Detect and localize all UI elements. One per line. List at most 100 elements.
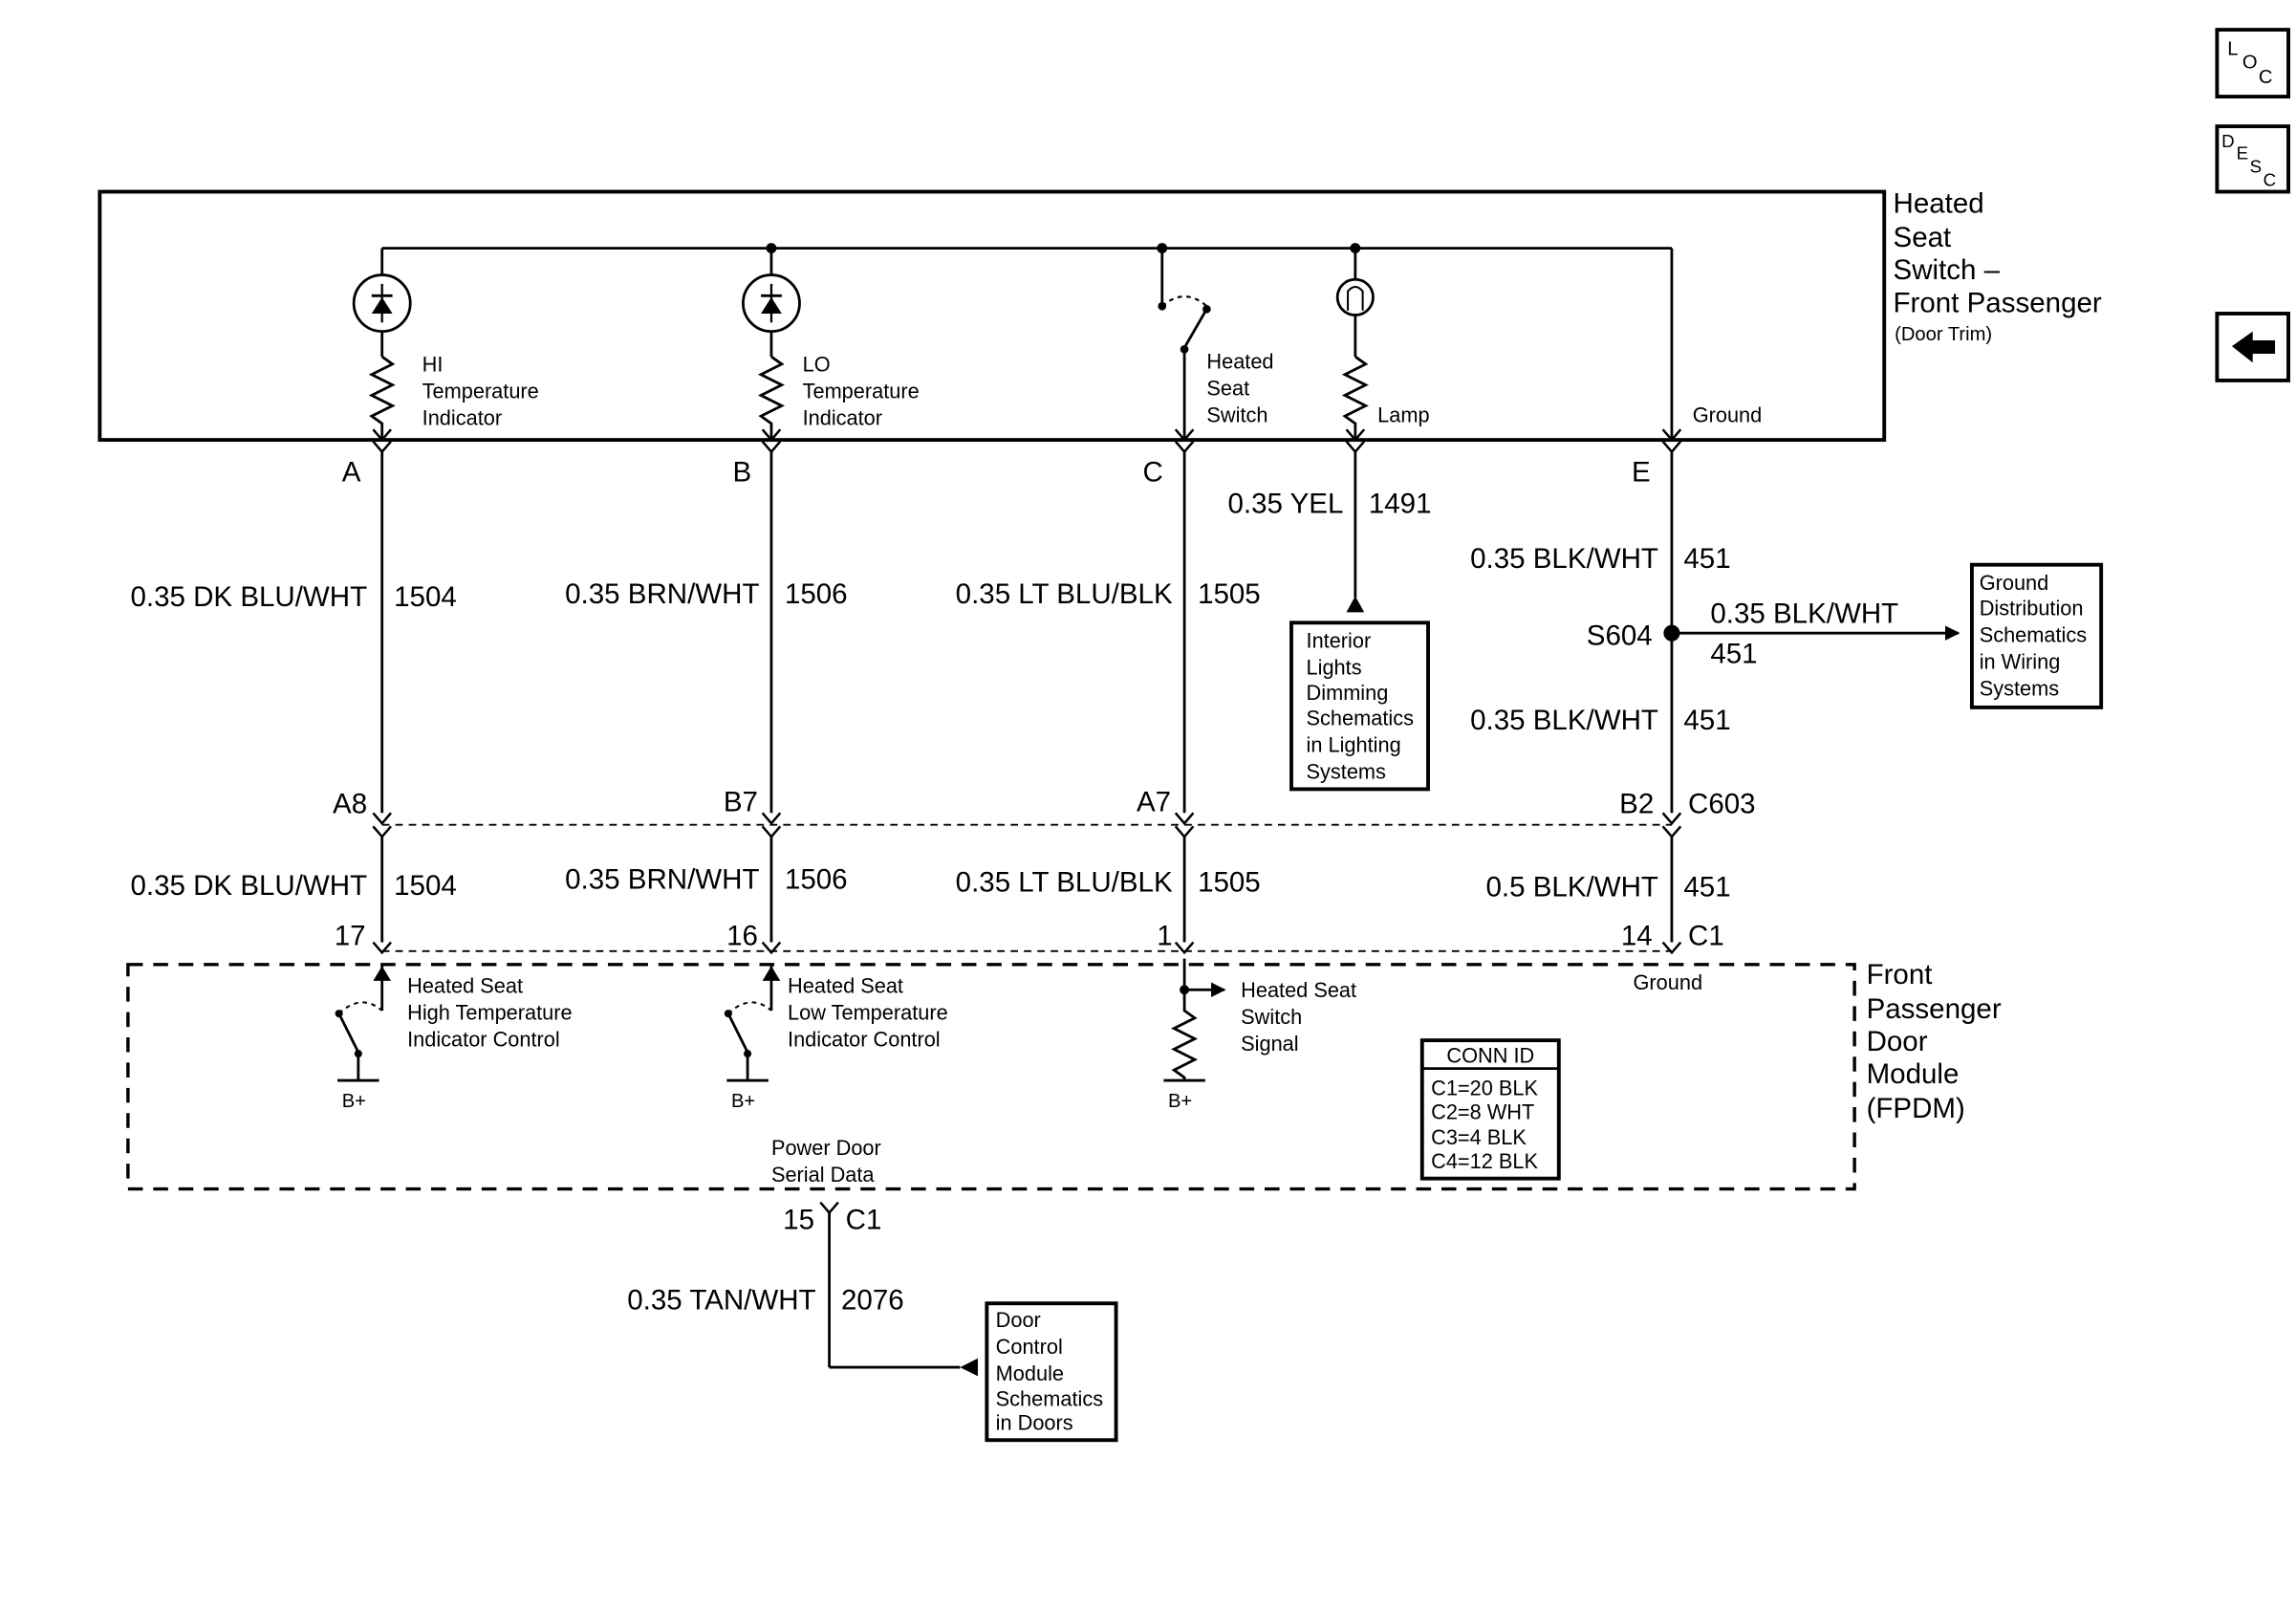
switch-title-line1: Heated [1894, 187, 1984, 219]
pin-label-a: A [342, 457, 361, 489]
back-button[interactable] [2215, 312, 2290, 382]
ground-ref-line5: Systems [1980, 676, 2060, 700]
c603-name: C603 [1688, 788, 1756, 819]
loc-letter-l: L [2227, 39, 2238, 60]
serial-data-label-2: Serial Data [771, 1163, 875, 1186]
conn-id-title: CONN ID [1446, 1043, 1534, 1067]
wire-b-lower-color: 0.35 BRN/WHT [565, 864, 759, 896]
fpdm-pin-16: 16 [726, 921, 758, 952]
lamp-label: Lamp [1377, 403, 1429, 426]
lo-indicator-label-1: LO [803, 353, 831, 377]
lamp-bulb-icon [1335, 248, 1375, 358]
conn-id-row-1: C1=20 BLK [1431, 1077, 1538, 1100]
switch-signal-label-2: Switch [1241, 1005, 1302, 1029]
c603-pin-b7: B7 [724, 787, 758, 818]
lo-control-label-1: Heated Seat [788, 973, 903, 997]
desc-letter-c: C [2264, 169, 2276, 189]
left-arrow-icon [2231, 331, 2276, 363]
hi-control-label-1: Heated Seat [407, 973, 523, 997]
wire-b-upper-color: 0.35 BRN/WHT [565, 578, 759, 610]
wire-lamp-circuit: 1491 [1369, 488, 1432, 519]
switch-subtitle: (Door Trim) [1895, 324, 1992, 345]
wire-e-lower-circuit: 451 [1683, 871, 1730, 903]
c603-pin-a8: A8 [333, 788, 367, 819]
wire-e-lower-color: 0.5 BLK/WHT [1486, 871, 1658, 903]
wire-e-top-color: 0.35 BLK/WHT [1470, 543, 1658, 575]
switch-signal-pullup-icon [1163, 958, 1226, 1082]
interior-ref-line6: Systems [1307, 760, 1387, 784]
interior-ref-line5: in Lighting [1307, 733, 1401, 757]
wire-a-lower-circuit: 1504 [394, 870, 457, 902]
heated-switch-label-3: Switch [1206, 403, 1267, 426]
hi-indicator-label-3: Indicator [422, 406, 502, 430]
loc-button[interactable]: L O C [2215, 28, 2290, 98]
conn-id-row-3: C3=4 BLK [1431, 1125, 1527, 1149]
wire-c-lower-circuit: 1505 [1198, 867, 1261, 899]
hi-control-switch-icon [335, 966, 392, 1082]
signal-bplus-label: B+ [1168, 1091, 1192, 1112]
splice-name: S604 [1587, 620, 1653, 652]
fpdm-title-5: (FPDM) [1867, 1093, 1965, 1124]
fpdm-pin-1: 1 [1157, 921, 1172, 952]
pin-label-e: E [1632, 457, 1651, 489]
lo-control-label-3: Indicator Control [788, 1027, 941, 1051]
wire-a-upper-circuit: 1504 [394, 581, 457, 613]
c603-connector [372, 812, 1682, 839]
wire-c-upper-circuit: 1505 [1198, 578, 1261, 610]
upper-wires [380, 451, 1674, 814]
fpdm-title-3: Door [1867, 1026, 1928, 1057]
heated-seat-switch-icon [1158, 248, 1211, 441]
serial-connector-c1: C1 [846, 1205, 882, 1236]
desc-button[interactable]: D E S C [2215, 124, 2290, 194]
desc-letter-e: E [2237, 142, 2248, 163]
fpdm-module: Front Passenger Door Module (FPDM) B+ He… [126, 958, 2002, 1191]
wire-c-upper-color: 0.35 LT BLU/BLK [956, 578, 1173, 610]
switch-signal-label-3: Signal [1241, 1032, 1298, 1056]
wire-c-lower-color: 0.35 LT BLU/BLK [956, 867, 1173, 899]
lo-indicator-label-2: Temperature [803, 380, 920, 403]
ground-distribution-ref-box[interactable]: Ground Distribution Schematics in Wiring… [1969, 562, 2104, 709]
lo-indicator-label-3: Indicator [803, 406, 882, 430]
fpdm-c1-connector [372, 941, 1682, 955]
fpdm-pin-14: 14 [1621, 921, 1653, 952]
lo-resistor-icon [757, 355, 785, 441]
desc-letter-s: S [2250, 156, 2262, 176]
conn-id-box: CONN ID C1=20 BLK C2=8 WHT C3=4 BLK C4=1… [1419, 1038, 1561, 1181]
door-ref-line3: Module [996, 1361, 1064, 1385]
ground-ref-line2: Distribution [1980, 597, 2084, 620]
fpdm-ground-label: Ground [1634, 970, 1703, 994]
splice-branch-color: 0.35 BLK/WHT [1710, 598, 1898, 629]
switch-signal-label-1: Heated Seat [1241, 978, 1356, 1002]
fpdm-connector-name: C1 [1688, 921, 1724, 952]
lo-control-switch-icon [724, 966, 781, 1082]
serial-data-wire [819, 1201, 979, 1377]
hi-bplus-label: B+ [342, 1091, 366, 1112]
hi-indicator-label-2: Temperature [422, 380, 539, 403]
hi-control-label-2: High Temperature [407, 1000, 572, 1024]
splice-s604 [1663, 624, 1960, 642]
switch-title-line2: Seat [1894, 222, 1952, 253]
pin-label-c: C [1143, 457, 1163, 489]
lower-wires [380, 837, 1674, 943]
hi-resistor-icon [368, 355, 396, 441]
wire-a-lower-color: 0.35 DK BLU/WHT [130, 870, 367, 902]
wire-e-mid-circuit: 451 [1683, 705, 1730, 736]
fpdm-title-2: Passenger [1867, 993, 2002, 1025]
interior-ref-line1: Interior [1307, 629, 1372, 653]
serial-wire-color: 0.35 TAN/WHT [627, 1284, 815, 1316]
desc-letter-d: D [2221, 131, 2234, 151]
hi-indicator-led-icon [352, 248, 412, 358]
fpdm-title-1: Front [1867, 959, 1933, 991]
heated-seat-switch-assembly: Heated Seat Switch – Front Passenger (Do… [97, 187, 2102, 443]
door-ref-line2: Control [996, 1335, 1063, 1359]
door-control-ref-box[interactable]: Door Control Module Schematics in Doors [985, 1301, 1118, 1443]
wire-lamp-color: 0.35 YEL [1228, 488, 1344, 519]
loc-letter-c: C [2259, 67, 2273, 88]
ground-ref-line3: Schematics [1980, 623, 2088, 647]
interior-lights-ref-box[interactable]: Interior Lights Dimming Schematics in Li… [1289, 620, 1430, 792]
interior-ref-line4: Schematics [1307, 707, 1415, 730]
serial-pin-15: 15 [783, 1205, 814, 1236]
interior-ref-line3: Dimming [1307, 681, 1389, 705]
c603-pin-a7: A7 [1137, 787, 1171, 818]
